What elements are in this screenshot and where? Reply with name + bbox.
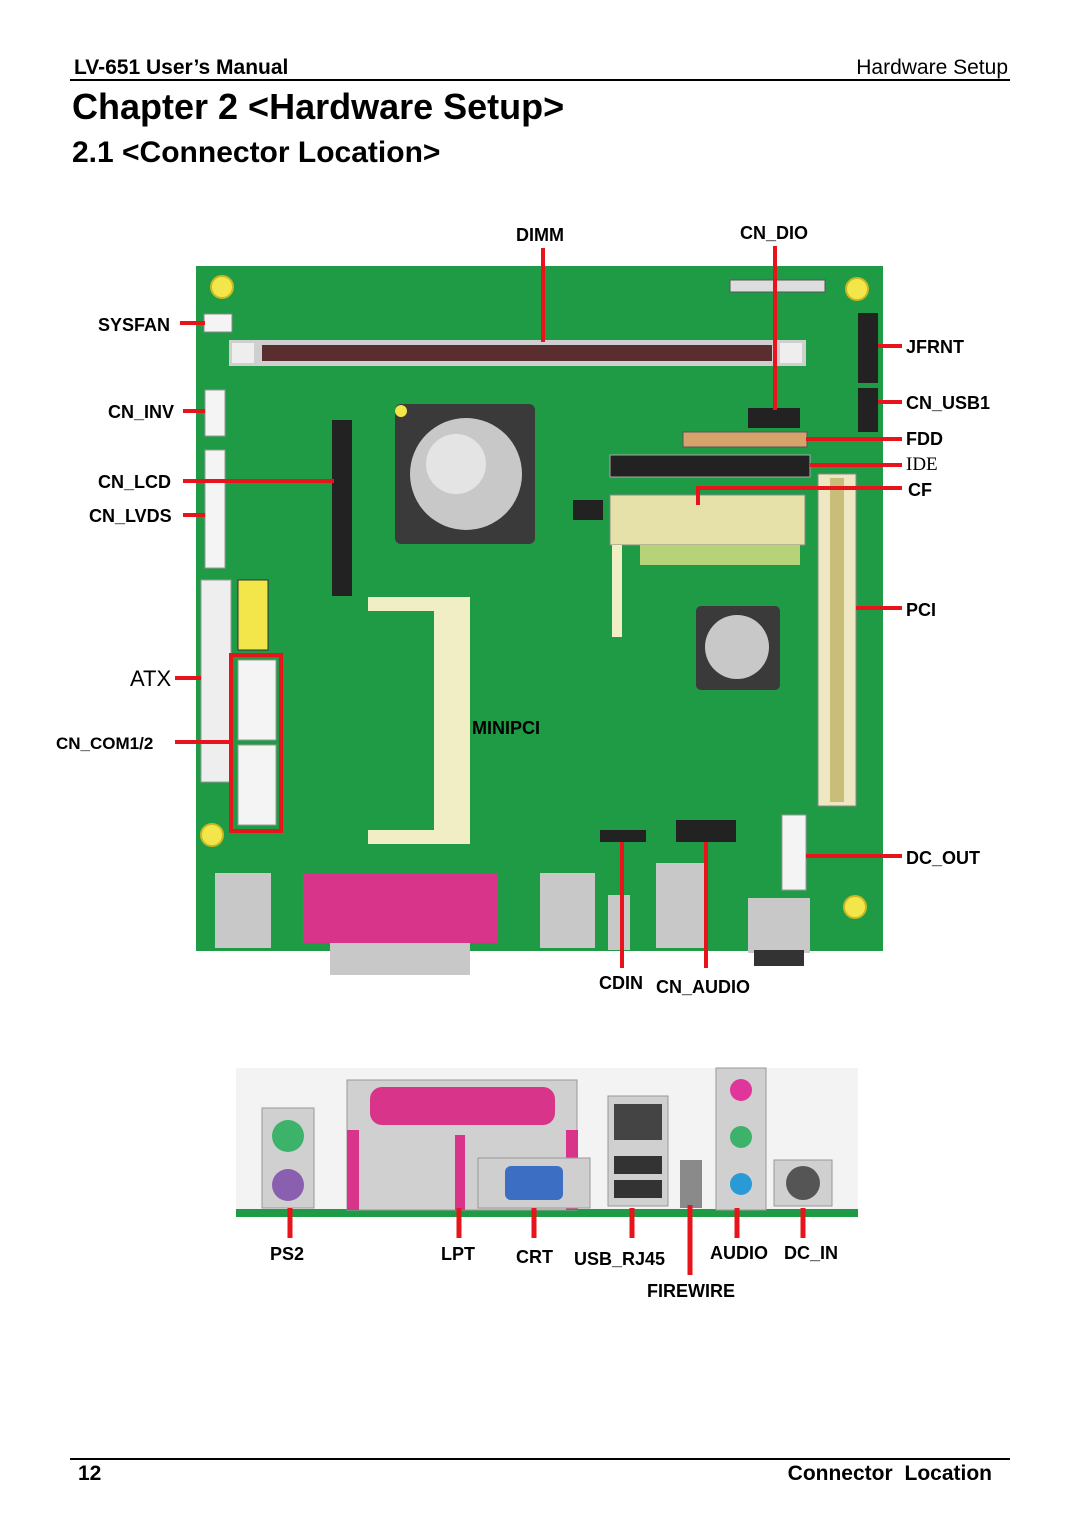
label-usb-rj45: USB_RJ45 bbox=[574, 1249, 666, 1269]
page-number: 12 bbox=[78, 1462, 102, 1485]
pcb-board bbox=[196, 266, 883, 951]
label-sysfan: SYSFAN bbox=[98, 315, 171, 335]
cdin-header bbox=[600, 830, 646, 842]
label-cn-usb1: CN_USB1 bbox=[906, 393, 991, 413]
label-cf: CF bbox=[908, 480, 932, 500]
cn-audio-header bbox=[676, 820, 736, 842]
label-jfrnt: JFRNT bbox=[906, 337, 964, 357]
jumper-group bbox=[237, 579, 269, 651]
label-crt: CRT bbox=[516, 1247, 553, 1267]
section-title: 2.1 <Connector Location> bbox=[72, 136, 441, 169]
pci-slot bbox=[817, 473, 857, 807]
label-fdd: FDD bbox=[906, 429, 943, 449]
cn-dio-part bbox=[729, 279, 826, 293]
label-cn-com: CN_COM1/2 bbox=[56, 734, 154, 753]
footer-rule bbox=[70, 1458, 1010, 1460]
com-headers bbox=[229, 653, 283, 833]
cn-dio-header bbox=[748, 408, 800, 428]
ide-connector bbox=[609, 454, 811, 478]
io-pointer-lines bbox=[287, 1205, 806, 1275]
minipci-slot bbox=[368, 597, 470, 844]
footer-section: Connector Location bbox=[787, 1462, 992, 1485]
cn-inv-connector bbox=[204, 389, 226, 437]
atx-connector bbox=[200, 579, 232, 783]
mounting-holes bbox=[200, 275, 869, 919]
jfrnt-header bbox=[858, 313, 878, 383]
label-lpt: LPT bbox=[441, 1244, 475, 1264]
label-atx: ATX bbox=[130, 666, 172, 691]
cn-lcd-header bbox=[332, 420, 352, 596]
cf-slot bbox=[609, 494, 806, 637]
label-cn-inv: CN_INV bbox=[108, 402, 175, 422]
io-panel bbox=[236, 1067, 858, 1217]
chapter-title: Chapter 2 <Hardware Setup> bbox=[72, 86, 565, 127]
section-header: Hardware Setup bbox=[856, 56, 1008, 79]
label-cn-lvds: CN_LVDS bbox=[89, 506, 172, 526]
label-ide: IDE bbox=[906, 454, 938, 475]
label-cn-lcd: CN_LCD bbox=[98, 472, 172, 492]
label-firewire: FIREWIRE bbox=[647, 1281, 735, 1301]
label-minipci: MINIPCI bbox=[472, 718, 541, 738]
dimm-slot bbox=[229, 340, 806, 366]
header-rule bbox=[70, 79, 1010, 81]
sysfan-connector bbox=[203, 313, 233, 333]
label-cn-audio: CN_AUDIO bbox=[656, 977, 751, 997]
cn-usb1-header bbox=[858, 388, 878, 432]
label-cn-dio: CN_DIO bbox=[740, 223, 809, 243]
fdd-connector bbox=[682, 431, 808, 448]
label-ps2: PS2 bbox=[270, 1244, 305, 1264]
cpu-chip bbox=[395, 404, 535, 544]
chipset bbox=[696, 606, 780, 690]
label-audio: AUDIO bbox=[710, 1243, 768, 1263]
jumper-block bbox=[573, 500, 603, 520]
label-pci: PCI bbox=[906, 600, 937, 620]
label-dimm: DIMM bbox=[516, 225, 564, 245]
label-dc-out: DC_OUT bbox=[906, 848, 981, 868]
board-rear-io bbox=[215, 863, 810, 975]
label-dc-in: DC_IN bbox=[784, 1243, 839, 1263]
label-cdin: CDIN bbox=[599, 973, 643, 993]
manual-title: LV-651 User’s Manual bbox=[74, 56, 289, 79]
cn-lvds-connector bbox=[204, 449, 226, 569]
dc-out-connector bbox=[781, 814, 807, 891]
pointer-lines bbox=[175, 246, 902, 968]
